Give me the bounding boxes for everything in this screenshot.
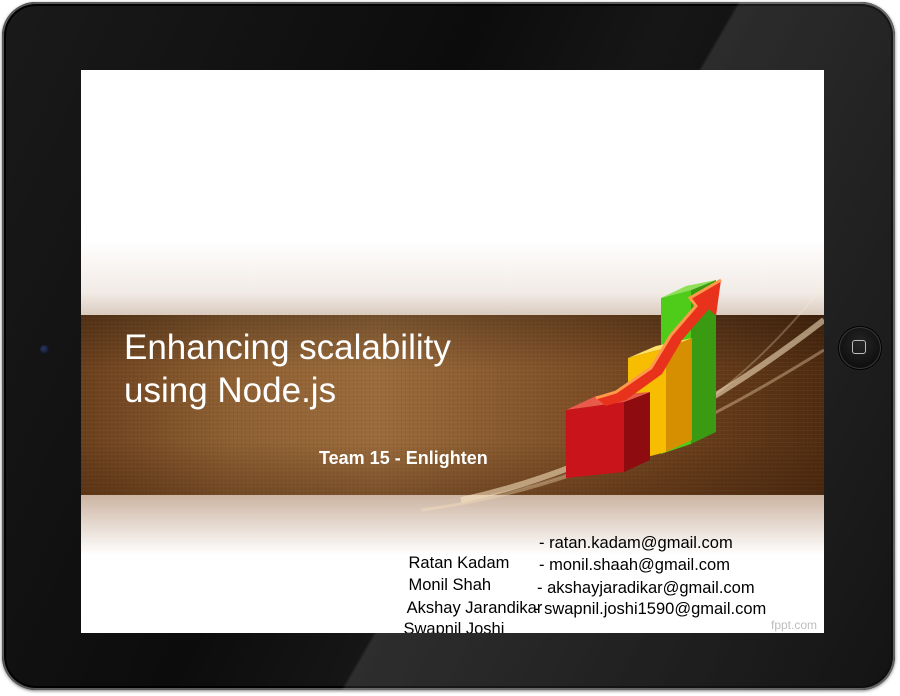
member-name: Akshay Jarandikar bbox=[406, 599, 543, 617]
slide: Enhancing scalability using Node.js Team… bbox=[81, 70, 824, 633]
home-square-icon bbox=[852, 340, 866, 354]
member-row: Ratan Kadam - ratan.kadam@gmail.com bbox=[381, 533, 733, 613]
member-email: - akshayjaradikar@gmail.com bbox=[537, 579, 755, 597]
member-name: Monil Shah bbox=[408, 576, 492, 594]
member-row: Akshay Jarandikar - akshayjaradikar@gmai… bbox=[380, 578, 755, 633]
team-label: Team 15 - Enlighten bbox=[319, 448, 488, 468]
slide-title-line-1: Enhancing scalability bbox=[124, 328, 451, 367]
member-row: Monil Shah - monil.shaah@gmail.com bbox=[381, 555, 730, 633]
slide-bottom-fade bbox=[81, 495, 824, 555]
slide-title-line-2: using Node.js bbox=[124, 371, 337, 410]
home-button[interactable] bbox=[839, 327, 881, 369]
member-email: - swapnil.joshi1590@gmail.com bbox=[534, 600, 767, 618]
member-email: - monil.shaah@gmail.com bbox=[539, 556, 730, 574]
slide-title: Enhancing scalability using Node.js bbox=[124, 326, 451, 412]
member-name: Ratan Kadam bbox=[408, 554, 510, 572]
camera-icon bbox=[40, 345, 49, 354]
watermark: fppt.com bbox=[771, 618, 818, 632]
member-name: Swapnil Joshi bbox=[403, 620, 505, 633]
bar-chart-arrow-icon bbox=[566, 278, 722, 478]
member-email: - ratan.kadam@gmail.com bbox=[539, 534, 733, 552]
member-row: Swapnil Joshi - swapnil.joshi1590@gmail.… bbox=[376, 599, 767, 633]
